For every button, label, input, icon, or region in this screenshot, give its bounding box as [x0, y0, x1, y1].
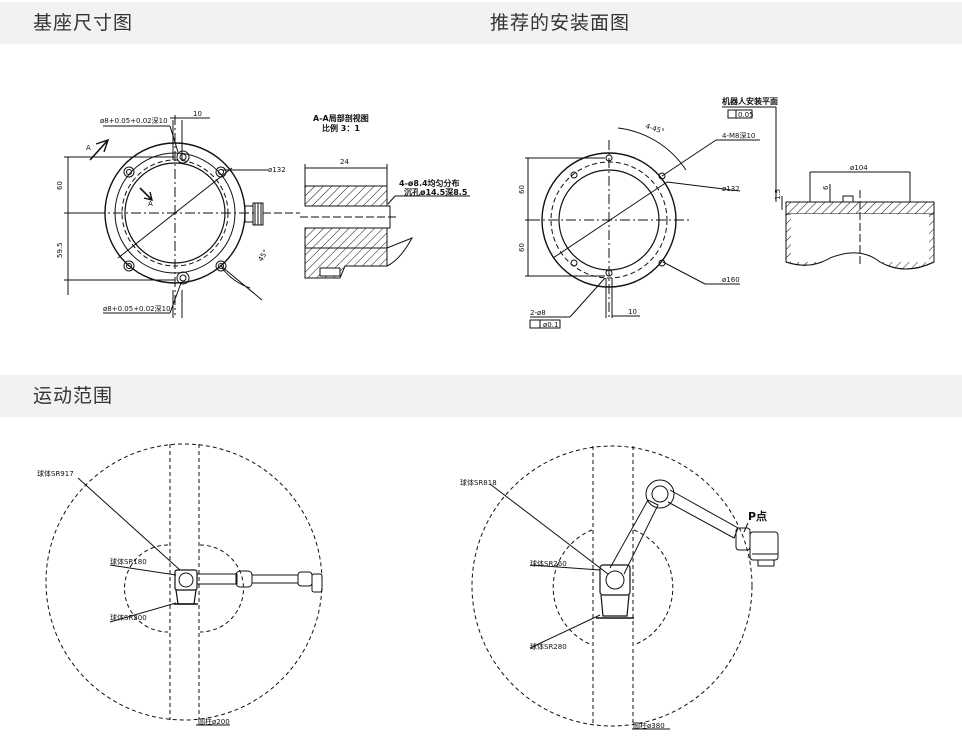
label-thread-note-1: 4-ø8.4均匀分布 — [399, 178, 460, 188]
label-section-scale: 比例 3：1 — [322, 123, 360, 133]
label-dim-6: 6 — [822, 185, 830, 190]
label-sr818: 球体SR818 — [460, 478, 497, 487]
label-dim-1-5: 1.5 — [774, 189, 782, 200]
label-p-point: P点 — [748, 509, 767, 523]
label-dim-60-top: 60 — [518, 185, 526, 194]
label-flatness: 0.05 — [738, 111, 754, 119]
label-dia-104: ø104 — [850, 164, 868, 172]
label-angle-45: 45° — [257, 248, 270, 263]
motion-left-labels: 球体SR917 球体SR180 球体SR200 圆柱ø200 — [37, 469, 230, 726]
label-dia-132: ø132 — [722, 185, 740, 193]
motion-right-labels: 球体SR818 球体SR260 球体SR280 圆柱ø380 P点 — [460, 478, 767, 730]
label-hole-top: ø8+0.05+0.02深10 — [100, 116, 168, 125]
label-cyl200: 圆柱ø200 — [198, 717, 230, 726]
header-motion-range: 运动范围 — [33, 385, 114, 407]
motion-left — [45, 443, 323, 726]
label-pin-note: 2-ø8 — [530, 309, 546, 317]
label-section-title: A-A局部剖视图 — [313, 113, 369, 123]
label-section-mark-2: A — [148, 200, 153, 208]
label-thread-note-2: 沉孔ø14.5深8.5 — [404, 187, 468, 197]
label-hole-bottom: ø8+0.05+0.02深10 — [103, 304, 171, 313]
label-sr180: 球体SR180 — [110, 557, 147, 566]
label-dim-60-bottom: 60 — [518, 243, 526, 252]
label-sr260: 球体SR260 — [530, 559, 567, 568]
header-base-size: 基座尺寸图 — [33, 12, 134, 34]
label-dia-132: ø132 — [268, 166, 286, 174]
label-dim-59-5: 59.5 — [56, 242, 64, 258]
header-install-surface: 推荐的安装面图 — [490, 12, 631, 34]
label-dim-10: 10 — [628, 308, 637, 316]
label-angle-note: 4-45° — [644, 122, 665, 136]
label-sr280: 球体SR280 — [530, 642, 567, 651]
install-drawing-labels: 机器人安装平面 0.05 4-M8深10 4-45° ø132 ø160 60 … — [518, 96, 868, 329]
install-drawing — [525, 106, 935, 329]
label-sr917: 球体SR917 — [37, 469, 74, 478]
label-dia-160: ø160 — [722, 276, 740, 284]
label-cyl380: 圆柱ø380 — [633, 721, 665, 730]
section-view-labels: A-A局部剖视图 比例 3：1 24 4-ø8.4均匀分布 沉孔ø14.5深8.… — [313, 113, 468, 197]
label-position-tol: ø0.1 — [543, 321, 558, 329]
header-bar-motion — [0, 375, 962, 417]
motion-right — [471, 445, 779, 730]
label-dim-24: 24 — [340, 158, 349, 166]
label-sr200: 球体SR200 — [110, 613, 147, 622]
label-bolt-note: 4-M8深10 — [722, 131, 755, 140]
base-drawing — [64, 115, 300, 318]
label-dim-60: 60 — [56, 181, 64, 190]
label-dim-10: 10 — [193, 110, 202, 118]
section-view — [300, 164, 470, 279]
label-robot-plane: 机器人安装平面 — [722, 96, 778, 106]
header-bar-top — [0, 2, 962, 44]
label-section-mark-1: A — [86, 144, 91, 152]
